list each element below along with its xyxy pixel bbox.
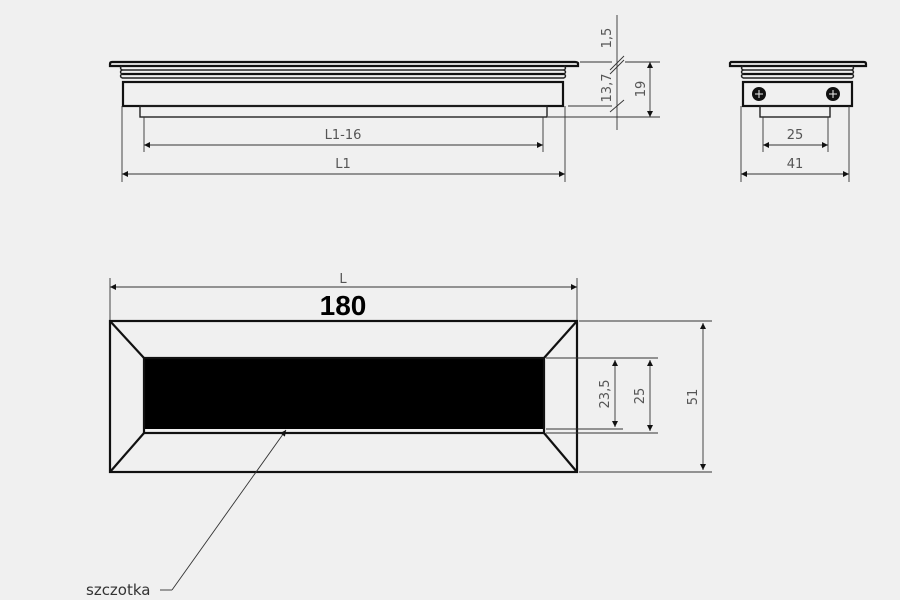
dimension-label-25-top: 25	[633, 388, 648, 405]
insert-outline	[139, 105, 548, 118]
dimension-label-l1-16: L1-16	[325, 128, 362, 143]
dimension-label-l: L	[339, 272, 347, 287]
callout-leader	[171, 429, 287, 591]
screw-icon	[826, 87, 840, 101]
dimension-label-13-7: 13,7	[600, 74, 615, 103]
callout-label-brush: szczotka	[86, 581, 150, 599]
dimension-label-41: 41	[787, 157, 804, 172]
end-view: 25 41	[728, 60, 868, 182]
side-view: L1-16 L1 1,5 13,7 19	[108, 15, 660, 182]
top-view: L 180 23,5 25 51 szczotka	[86, 272, 712, 599]
end-insert-outline	[759, 105, 831, 118]
length-value: 180	[320, 290, 367, 321]
dimension-label-51: 51	[686, 389, 701, 406]
dimension-label-1-5: 1,5	[600, 28, 615, 49]
body-outline	[121, 80, 565, 108]
dimension-label-19: 19	[634, 81, 649, 98]
dimension-label-l1: L1	[335, 157, 351, 172]
flange-outline	[108, 60, 580, 68]
dimension-label-23-5: 23,5	[598, 380, 613, 409]
brush-area	[144, 358, 544, 429]
dimension-label-25: 25	[787, 128, 804, 143]
inner-frame	[142, 356, 546, 435]
outer-frame	[108, 319, 579, 474]
screw-icon	[752, 87, 766, 101]
end-flange-outline	[728, 60, 868, 68]
